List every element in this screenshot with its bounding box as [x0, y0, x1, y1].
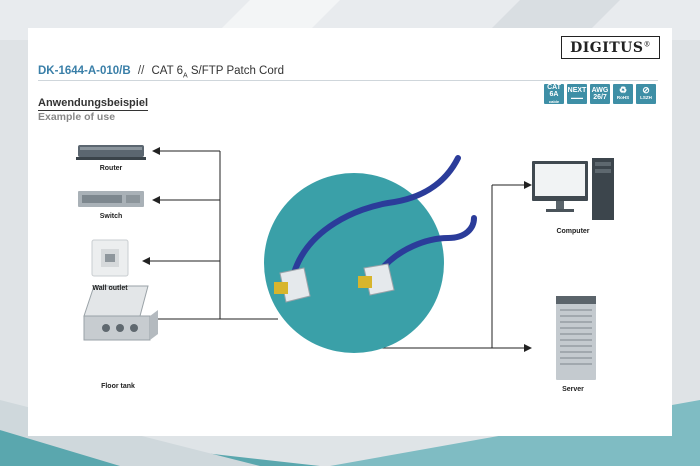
header-separator: //	[137, 65, 145, 77]
switch-label: Switch	[99, 213, 123, 220]
section-title-german: Anwendungsbeispiel	[38, 97, 149, 111]
header-rule	[38, 80, 658, 81]
product-header: DK-1644-A-010/B // CAT 6A S/FTP Patch Co…	[38, 65, 284, 79]
rohs-badge: ♻RoHS	[613, 84, 633, 104]
router-icon	[76, 145, 146, 160]
floor-tank-icon	[83, 285, 158, 341]
product-card: DIGITUS® DK-1644-A-010/B // CAT 6A S/FTP…	[28, 28, 672, 436]
server-icon	[556, 296, 596, 380]
next-badge: NEXT▬▬▬	[567, 84, 587, 104]
digitus-logo: DIGITUS®	[561, 36, 660, 59]
server-label: Server	[562, 386, 584, 393]
computer-label: Computer	[556, 228, 590, 235]
switch-icon	[78, 191, 144, 207]
section-title-english: Example of use	[38, 111, 116, 123]
computer-icon	[532, 158, 614, 220]
wall-outlet-label: Wall outlet	[92, 285, 128, 292]
usage-diagram	[76, 145, 614, 380]
wall-outlet-icon	[91, 239, 129, 277]
router-label: Router	[99, 165, 123, 172]
patch-cord-illustration	[264, 155, 477, 353]
lszh-badge: ⊘LSZH	[636, 84, 656, 104]
product-description: CAT 6A S/FTP Patch Cord	[151, 65, 284, 80]
floor-tank-label: Floor tank	[101, 383, 135, 390]
product-code: DK-1644-A-010/B	[38, 65, 131, 77]
